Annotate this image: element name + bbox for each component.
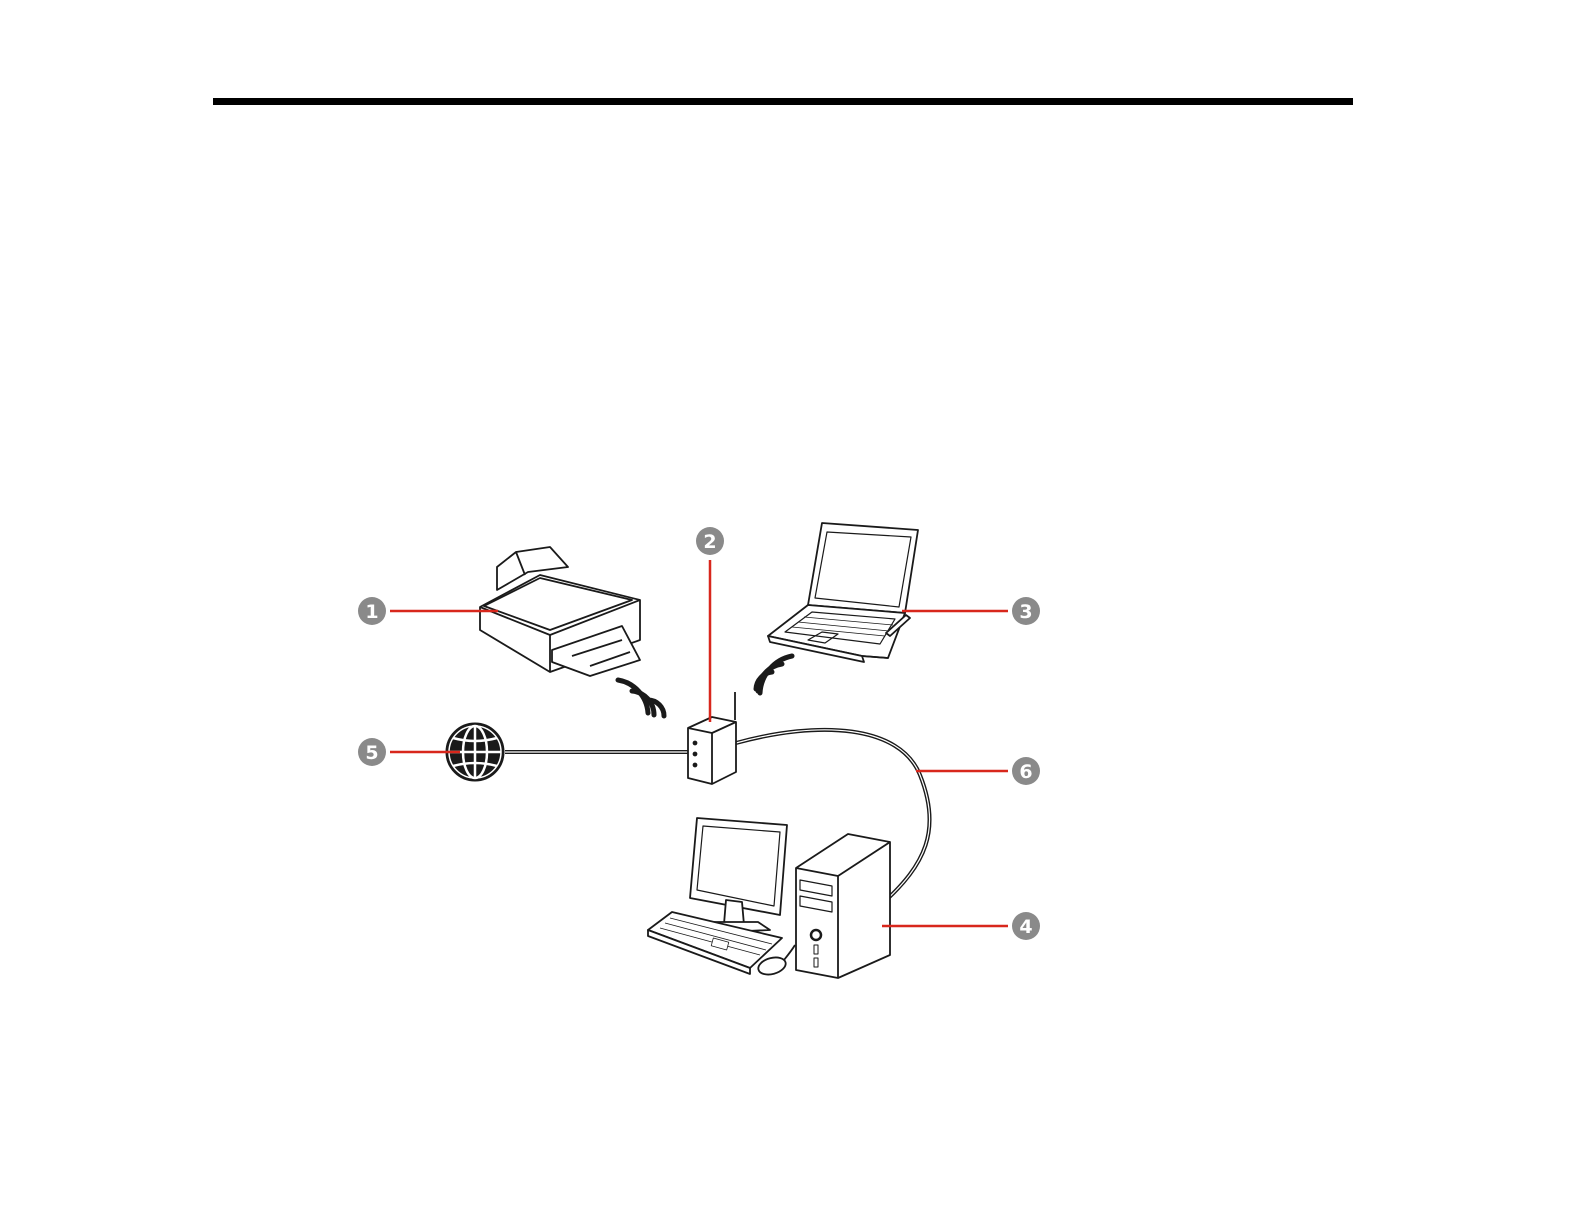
callout-number-4: 4 bbox=[1019, 916, 1032, 938]
wireless-router-icon bbox=[688, 692, 736, 784]
callout-number-6: 6 bbox=[1019, 761, 1032, 783]
callout-badge-1: 1 bbox=[358, 597, 386, 625]
printer-icon bbox=[480, 547, 640, 676]
wifi-signal-icon bbox=[618, 680, 664, 716]
callout-number-1: 1 bbox=[365, 601, 378, 623]
callout-badge-2: 2 bbox=[696, 527, 724, 555]
callout-number-3: 3 bbox=[1019, 601, 1032, 623]
callout-badge-5: 5 bbox=[358, 738, 386, 766]
desktop-computer-icon bbox=[648, 818, 890, 978]
callout-number-2: 2 bbox=[703, 531, 716, 553]
callout-badge-3: 3 bbox=[1012, 597, 1040, 625]
callout-number-5: 5 bbox=[365, 742, 378, 764]
laptop-icon bbox=[768, 523, 918, 662]
callout-badge-6: 6 bbox=[1012, 757, 1040, 785]
wifi-signal-icon bbox=[756, 656, 792, 693]
callout-badge-4: 4 bbox=[1012, 912, 1040, 940]
